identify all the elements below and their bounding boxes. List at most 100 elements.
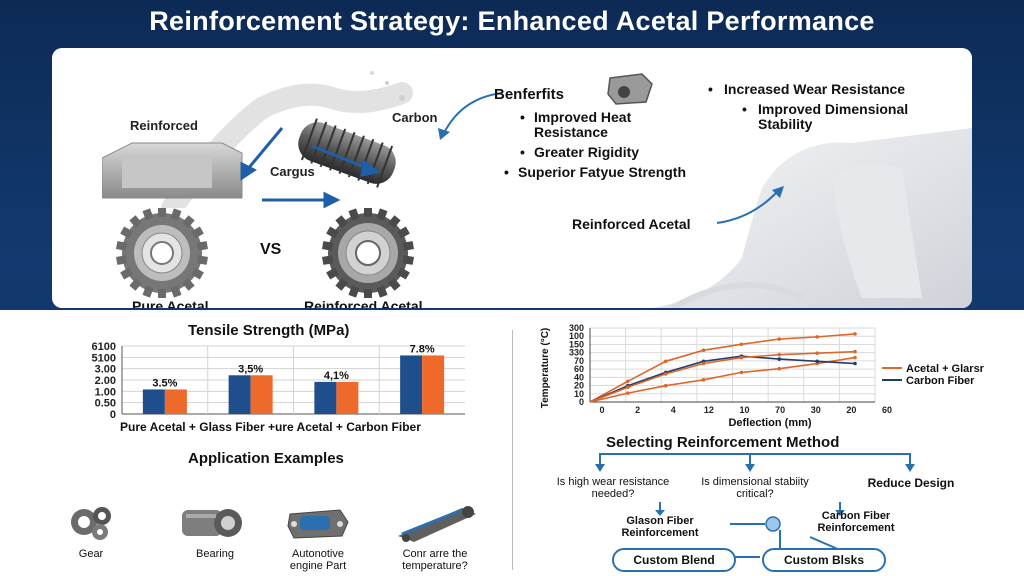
bar-y-tick: 2.00 <box>95 375 116 387</box>
bar-data-label: 3.5% <box>152 377 177 389</box>
benefits-title: Benferfits <box>494 86 565 103</box>
pure-acetal-gear <box>116 208 208 298</box>
app-bearing-label: Bearing <box>196 548 234 560</box>
pure-acetal-label: Pure Acetal <box>132 298 209 308</box>
reinforced-acetal-gear <box>322 208 414 298</box>
app-engine-label: Autonotive engine Part <box>289 548 347 572</box>
line-point <box>815 351 819 355</box>
line-y-tick: 100 <box>569 331 584 341</box>
benefit-rigidity: • Greater Rigidity <box>520 145 720 160</box>
custom-blend-button[interactable]: Custom Blend <box>612 548 736 572</box>
line-x-tick: 2 <box>635 405 640 415</box>
line-point <box>739 370 744 375</box>
bar-y-tick: 3.00 <box>95 364 116 376</box>
line-point <box>853 361 857 366</box>
line-y-tick: 40 <box>574 372 584 382</box>
flow-title: Selecting Reinforcement Method <box>606 434 840 451</box>
fiber-reinforcement-illustration <box>102 71 413 208</box>
reinforced-acetal-label: Reinforced Acetal <box>572 216 691 232</box>
bar-y-tick: 1.00 <box>95 386 116 398</box>
line-y-tick: 10 <box>574 389 584 399</box>
section-divider <box>512 330 513 570</box>
line-y-tick: 60 <box>574 364 584 374</box>
bar-chart-title: Tensile Strength (MPa) <box>188 322 350 339</box>
benefit-fatigue-text: Superior Fatyue Strength <box>518 164 687 180</box>
engine-part-app-icon <box>287 509 349 539</box>
bar-y-tick: 0.50 <box>95 398 116 410</box>
top-panel: Reinforced Carbon Cargus Benferfits • Im… <box>52 48 972 308</box>
gear-app-icon <box>71 507 111 540</box>
line-y-tick: 330 <box>569 348 584 358</box>
carbon-label: Carbon <box>392 110 438 125</box>
belt-app-icon <box>398 506 476 542</box>
line-y-tick: 300 <box>569 323 584 333</box>
line-point <box>815 359 819 364</box>
line-y-tick: 150 <box>569 339 584 349</box>
app-gear-label: Gear <box>78 548 104 560</box>
line-x-tick: 30 <box>811 405 821 415</box>
bar-data-label: 4,1% <box>324 370 349 382</box>
benefit-fatigue: • Superior Fatyue Strength <box>504 165 744 180</box>
line-x-tick: 4 <box>671 405 676 415</box>
reinforced-part-illustration <box>652 128 972 308</box>
bar-y-tick: 6100 <box>92 341 116 353</box>
bar-y-tick: 5100 <box>92 352 116 364</box>
line-point <box>853 332 857 336</box>
line-point <box>626 379 630 384</box>
question-dimensional: Is dimensional stabiity critical? <box>701 476 809 500</box>
flow-connectors <box>595 453 915 558</box>
line-x-tick: 12 <box>704 405 714 415</box>
line-point <box>626 391 630 395</box>
bar-data-label: 3,5% <box>238 363 263 375</box>
line-point <box>815 335 819 339</box>
benefit-heat: • Improved Heat Resistance <box>520 110 690 140</box>
benefit-dimensional: • Improved Dimensional Stability <box>742 102 962 132</box>
line-series <box>589 333 856 403</box>
line-point <box>853 355 857 360</box>
line-series <box>589 355 856 403</box>
pipe-fitting-icon <box>607 73 653 105</box>
bar-orange <box>250 375 273 414</box>
line-point <box>701 378 706 382</box>
line-point <box>701 361 706 366</box>
line-point <box>663 383 668 388</box>
line-point <box>701 348 706 352</box>
line-point <box>739 342 744 347</box>
benefit-rigidity-text: Greater Rigidity <box>534 144 640 160</box>
line-point <box>777 352 782 357</box>
line-point <box>663 359 668 364</box>
line-point <box>777 357 782 361</box>
line-x-tick: 60 <box>882 405 892 415</box>
benefit-heat-text: Improved Heat Resistance <box>534 109 632 140</box>
line-point <box>739 355 744 360</box>
application-examples-title: Application Examples <box>188 450 344 467</box>
reinforced-acetal-arrow <box>716 186 784 224</box>
reinforced-acetal-gear-label: Reinforced Acetal <box>304 298 423 308</box>
carbon-fiber-option: Carbon Fiber Reinforcement <box>817 510 895 534</box>
line-y-tick: 70 <box>574 356 584 366</box>
line-y-tick: 0 <box>579 397 584 407</box>
benefit-wear: • Increased Wear Resistance <box>708 82 958 97</box>
line-point <box>777 337 782 341</box>
app-temperature-label: Conr arre the temperature? <box>402 548 468 572</box>
bar-blue <box>228 375 251 414</box>
bar-y-tick: 0 <box>110 409 116 420</box>
cargus-label: Cargus <box>270 164 315 179</box>
bar-data-label: 7.8% <box>410 343 435 355</box>
bar-orange <box>422 355 445 414</box>
benefits-arrow <box>438 92 503 140</box>
line-y-label: Temperature (°C) <box>540 328 551 409</box>
line-y-tick: 20 <box>574 381 584 391</box>
bar-orange <box>336 381 359 414</box>
benefit-dimensional-text: Improved Dimensional Stability <box>758 101 909 132</box>
line-x-tick: 70 <box>775 405 785 415</box>
line-point <box>626 385 630 389</box>
line-x-tick: 10 <box>739 405 749 415</box>
bar-blue <box>400 355 423 414</box>
line-point <box>853 349 857 354</box>
line-series <box>589 350 856 403</box>
custom-blsks-button[interactable]: Custom Blsks <box>762 548 886 572</box>
reduce-design-label: Reduce Design <box>867 476 955 490</box>
